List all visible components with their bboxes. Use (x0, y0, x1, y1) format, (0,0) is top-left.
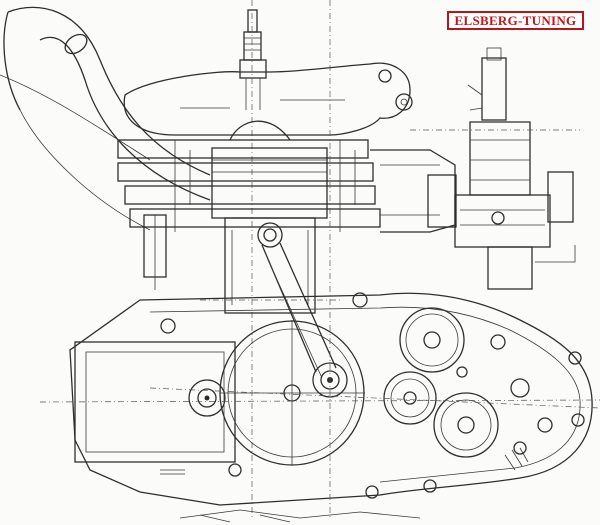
carburetor (454, 47, 576, 290)
intake-manifold (370, 149, 457, 233)
piston (200, 147, 340, 314)
crankshaft-disc (219, 320, 365, 466)
gearbox-cover (74, 341, 236, 475)
connecting-rod (261, 242, 348, 398)
crankcase (69, 292, 593, 506)
gear-train (383, 307, 553, 458)
centerlines (39, 0, 600, 520)
cylinder-head (123, 62, 413, 141)
hatching-marks (179, 447, 529, 523)
spark-plug (239, 0, 267, 520)
cylinder-fins (117, 139, 381, 290)
watermark-text: ELSBERG-TUNING (454, 12, 577, 28)
exhaust-pipe (0, 6, 211, 231)
elsberg-tuning-watermark: ELSBERG-TUNING (447, 11, 584, 30)
